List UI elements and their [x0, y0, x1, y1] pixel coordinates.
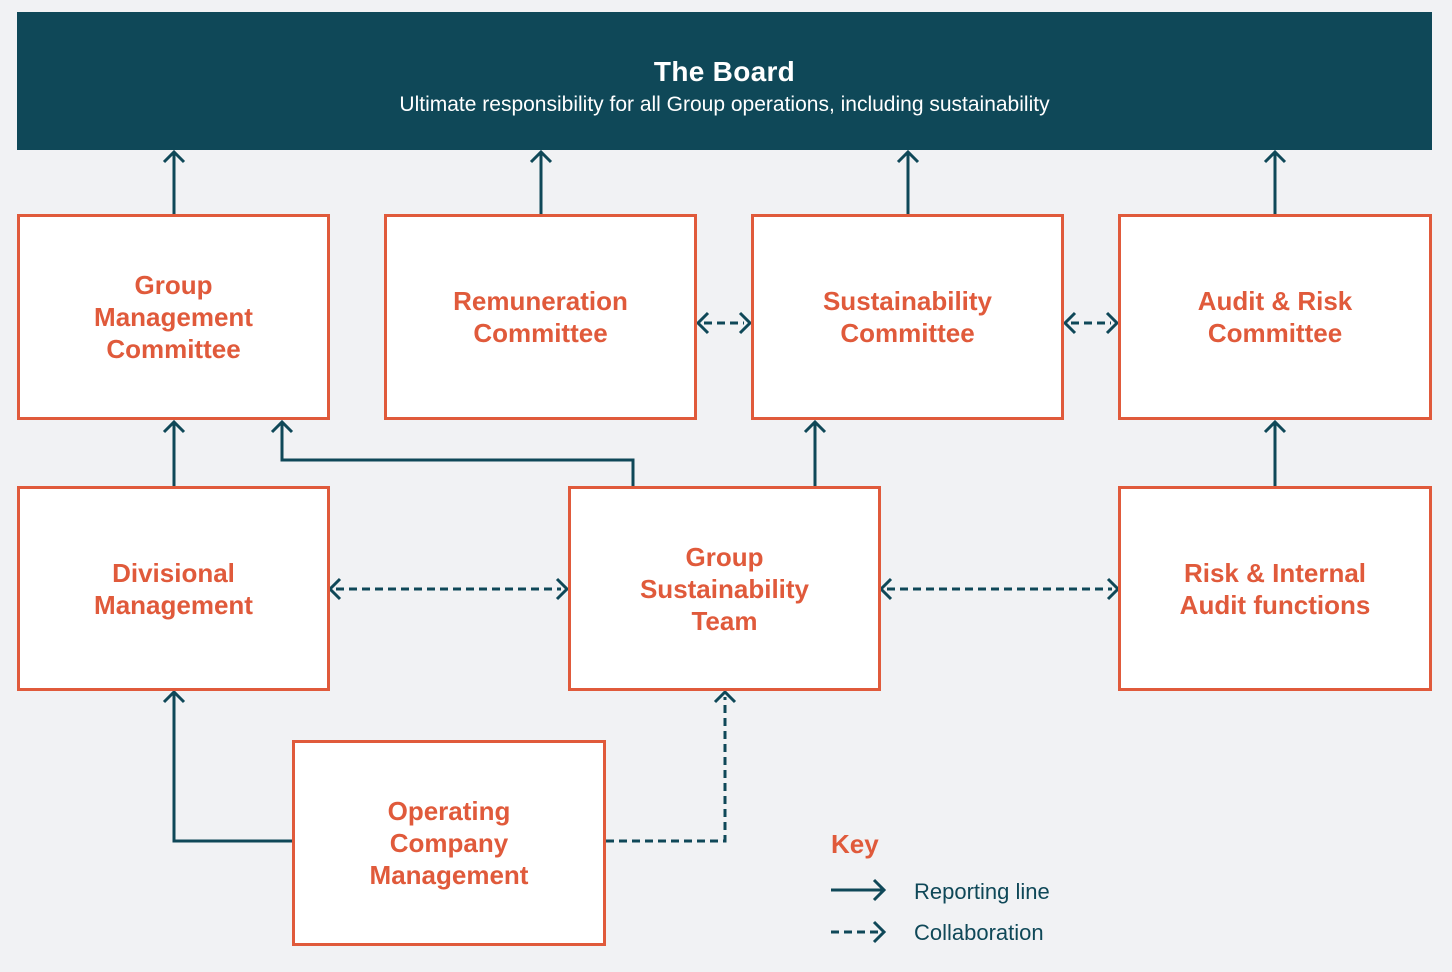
reporting-line-divisional-to-gmc [162, 419, 186, 486]
collaboration-arrowhead-opco-to-gst [713, 689, 737, 704]
audit-risk-committee-box: Audit & Risk Committee [1118, 214, 1432, 420]
audit-risk-committee-label: Audit & Risk Committee [1197, 286, 1353, 348]
operating-company-management-box: Operating Company Management [292, 740, 606, 946]
reporting-line-susco-to-board [896, 149, 920, 214]
key-title: Key [831, 829, 879, 859]
collaboration-arrowheads-divisional-gst [327, 577, 570, 601]
collaboration-arrowheads-susco-arc [1062, 311, 1120, 335]
the-board-box: The Board Ultimate responsibility for al… [17, 12, 1432, 150]
sustainability-committee-box: Sustainability Committee [751, 214, 1064, 420]
group-management-committee-box: Group Management Committee [17, 214, 330, 420]
group-sustainability-team-box: Group Sustainability Team [568, 486, 881, 691]
remuneration-committee-label: Remuneration Committee [453, 286, 628, 348]
sustainability-committee-label: Sustainability Committee [822, 286, 993, 348]
reporting-line-gst-to-gmc [270, 419, 635, 486]
key-collaboration-label: Collaboration [914, 920, 1044, 945]
collaboration-arrowheads-remco-susco [695, 311, 753, 335]
key-collaboration-arrowhead-icon [872, 920, 887, 944]
reporting-line-gmc-to-board [162, 149, 186, 214]
reporting-line-remco-to-board [529, 149, 553, 214]
board-title: The Board [653, 56, 796, 87]
reporting-line-risk-to-arc [1263, 419, 1287, 486]
key-reporting-line-icon [831, 878, 887, 902]
divisional-management-box: Divisional Management [17, 486, 330, 691]
risk-internal-audit-label: Risk & Internal Audit functions [1179, 557, 1371, 620]
board-subtitle: Ultimate responsibility for all Group op… [399, 93, 1050, 116]
collaboration-line-opco-to-gst [606, 697, 727, 843]
remuneration-committee-box: Remuneration Committee [384, 214, 697, 420]
divisional-management-label: Divisional Management [94, 557, 253, 620]
risk-internal-audit-box: Risk & Internal Audit functions [1118, 486, 1432, 691]
group-sustainability-team-label: Group Sustainability Team [639, 541, 810, 636]
reporting-line-opco-to-divisional [162, 689, 292, 843]
reporting-line-arc-to-board [1263, 149, 1287, 214]
group-management-committee-label: Group Management Committee [94, 270, 253, 364]
operating-company-management-label: Operating Company Management [369, 796, 529, 890]
key-reporting-line-label: Reporting line [914, 879, 1050, 904]
reporting-line-gst-to-susco [803, 419, 827, 486]
